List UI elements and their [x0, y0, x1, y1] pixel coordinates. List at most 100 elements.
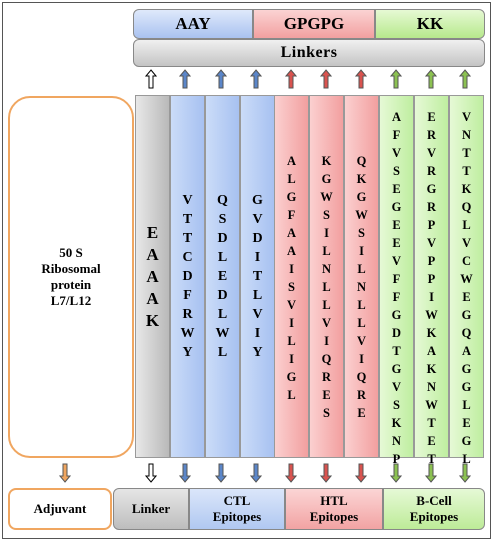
residue-letter: L — [287, 172, 296, 186]
residue-letter: K — [426, 362, 437, 376]
down-arrow-wrap — [424, 463, 438, 488]
down-arrow-icon — [214, 463, 228, 483]
residue-letter: V — [356, 334, 367, 348]
adjuvant-line-4: L7/L12 — [50, 293, 92, 308]
residue-letter: S — [218, 212, 227, 227]
adjuvant-line-3: protein — [50, 277, 92, 292]
residue-letter: I — [429, 290, 434, 304]
down-arrow-icon — [58, 463, 72, 483]
residue-letter: L — [322, 244, 331, 258]
residue-letter: W — [180, 326, 195, 341]
residue-letter: F — [392, 128, 401, 142]
residue-letter: G — [461, 362, 472, 376]
up-arrow-icon — [178, 69, 192, 89]
residue-letter: G — [321, 172, 332, 186]
residue-letter: W — [460, 272, 473, 286]
residue-letter: S — [393, 164, 400, 178]
residue-letter: V — [252, 212, 263, 227]
up-arrow-wrap — [284, 69, 298, 94]
legend-htl: HTL Epitopes — [285, 488, 383, 530]
residue-letter: V — [252, 307, 263, 322]
down-arrow-icon — [389, 463, 403, 483]
residue-letter: K — [145, 310, 160, 330]
residue-letter: R — [182, 307, 193, 322]
residue-letter: I — [254, 326, 261, 341]
residue-letter: E — [392, 182, 401, 196]
residue-letter: R — [356, 388, 367, 402]
residue-letter: W — [425, 398, 438, 412]
down-arrow-icon — [319, 463, 333, 483]
up-arrow-icon — [389, 69, 403, 89]
residue-letter: G — [286, 370, 297, 384]
residue-letter: S — [358, 226, 365, 240]
residue-letter: A — [426, 344, 437, 358]
residue-letter: L — [357, 262, 366, 276]
legend-ctl: CTL Epitopes — [189, 488, 285, 530]
up-arrow-icon — [354, 69, 368, 89]
residue-letter: S — [288, 280, 295, 294]
residue-letter: L — [322, 280, 331, 294]
residue-letter: G — [356, 190, 367, 204]
down-arrow-wrap — [178, 463, 192, 488]
residue-letter: P — [427, 272, 436, 286]
residue-letter: I — [254, 250, 261, 265]
residue-letter: A — [146, 266, 159, 286]
residue-letter: E — [462, 416, 471, 430]
residue-letter: K — [461, 182, 472, 196]
down-arrow-wrap — [214, 463, 228, 488]
legend-adjuvant-label: Adjuvant — [33, 501, 87, 516]
residue-letter: K — [426, 326, 437, 340]
residue-letter: N — [426, 380, 437, 394]
residue-letter: A — [461, 344, 472, 358]
residue-letter: T — [392, 344, 401, 358]
residue-letter: R — [426, 164, 437, 178]
residue-letter: I — [359, 352, 364, 366]
residue-letter: E — [392, 218, 401, 232]
residue-letter: P — [427, 218, 436, 232]
residue-letter: W — [215, 326, 230, 341]
up-arrow-icon — [144, 69, 158, 89]
residue-letter: E — [217, 269, 228, 284]
residue-letter: G — [286, 190, 297, 204]
down-arrow-wrap — [249, 463, 263, 488]
residue-letter: G — [426, 182, 437, 196]
residue-letter: E — [146, 222, 159, 242]
residue-letter: I — [324, 334, 329, 348]
residue-letter: N — [321, 262, 332, 276]
residue-letter: T — [427, 452, 436, 466]
residue-letter: A — [146, 244, 159, 264]
residue-letter: I — [289, 316, 294, 330]
residue-letter: C — [182, 250, 193, 265]
residue-letter: Y — [182, 345, 193, 360]
header-aay: AAY — [133, 9, 253, 39]
adjuvant-line-1: 50 S — [59, 245, 83, 260]
down-arrow-wrap — [389, 463, 403, 488]
residue-letter: I — [324, 226, 329, 240]
residue-letter: L — [357, 316, 366, 330]
residue-letter: D — [217, 288, 228, 303]
up-arrow-wrap — [354, 69, 368, 94]
up-arrow-wrap — [389, 69, 403, 94]
residue-letter: R — [321, 370, 332, 384]
residue-letter: G — [461, 380, 472, 394]
residue-letter: L — [252, 288, 263, 303]
residue-letter: G — [461, 434, 472, 448]
legend-linker-label: Linker — [131, 501, 171, 516]
residue-letter: W — [355, 208, 368, 222]
residue-letter: R — [426, 128, 437, 142]
adjuvant-box: 50 S Ribosomal protein L7/L12 — [8, 96, 134, 458]
down-arrow-wrap — [144, 463, 158, 488]
residue-letter: N — [461, 128, 472, 142]
down-arrow-wrap — [458, 463, 472, 488]
up-arrow-wrap — [214, 69, 228, 94]
down-arrow-icon — [354, 463, 368, 483]
legend-htl-line1: HTL — [320, 493, 348, 508]
residue-letter: V — [286, 298, 297, 312]
